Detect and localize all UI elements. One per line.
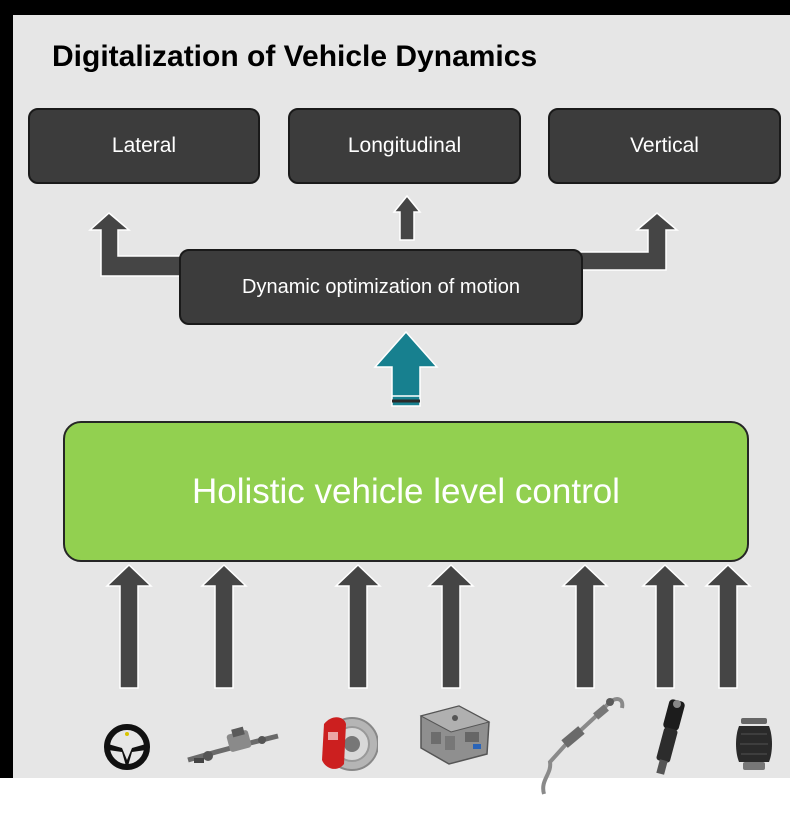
control-box: Holistic vehicle level control bbox=[63, 421, 749, 562]
lateral-box: Lateral bbox=[28, 108, 260, 184]
input-arrow-7 bbox=[704, 563, 752, 689]
brake-line-icon bbox=[541, 697, 625, 795]
control-label: Holistic vehicle level control bbox=[192, 471, 620, 511]
diagram-title: Digitalization of Vehicle Dynamics bbox=[52, 40, 538, 73]
input-arrow-5 bbox=[561, 563, 609, 689]
steering-wheel-icon bbox=[104, 724, 150, 770]
air-spring-icon bbox=[736, 718, 772, 770]
vertical-label: Vertical bbox=[630, 134, 699, 157]
input-arrow-3 bbox=[334, 563, 382, 689]
optimization-label: Dynamic optimization of motion bbox=[242, 275, 520, 298]
arrow-to-longitudinal bbox=[392, 194, 422, 241]
input-arrow-4 bbox=[427, 563, 475, 689]
shock-absorber-icon bbox=[656, 699, 685, 775]
steering-rack-icon bbox=[187, 726, 279, 763]
arrow-to-vertical bbox=[579, 212, 680, 271]
longitudinal-label: Longitudinal bbox=[347, 134, 462, 157]
arrow-to-lateral bbox=[88, 212, 183, 277]
brake-caliper-icon bbox=[322, 717, 378, 771]
lateral-label: Lateral bbox=[111, 134, 177, 157]
engine-icon bbox=[419, 705, 491, 765]
teal-arrow bbox=[373, 330, 439, 407]
optimization-box: Dynamic optimization of motion bbox=[179, 249, 583, 325]
input-arrow-1 bbox=[105, 563, 153, 689]
longitudinal-box: Longitudinal bbox=[288, 108, 521, 184]
input-arrow-2 bbox=[200, 563, 248, 689]
input-arrows bbox=[105, 563, 752, 689]
input-arrow-6 bbox=[641, 563, 689, 689]
vertical-box: Vertical bbox=[548, 108, 781, 184]
